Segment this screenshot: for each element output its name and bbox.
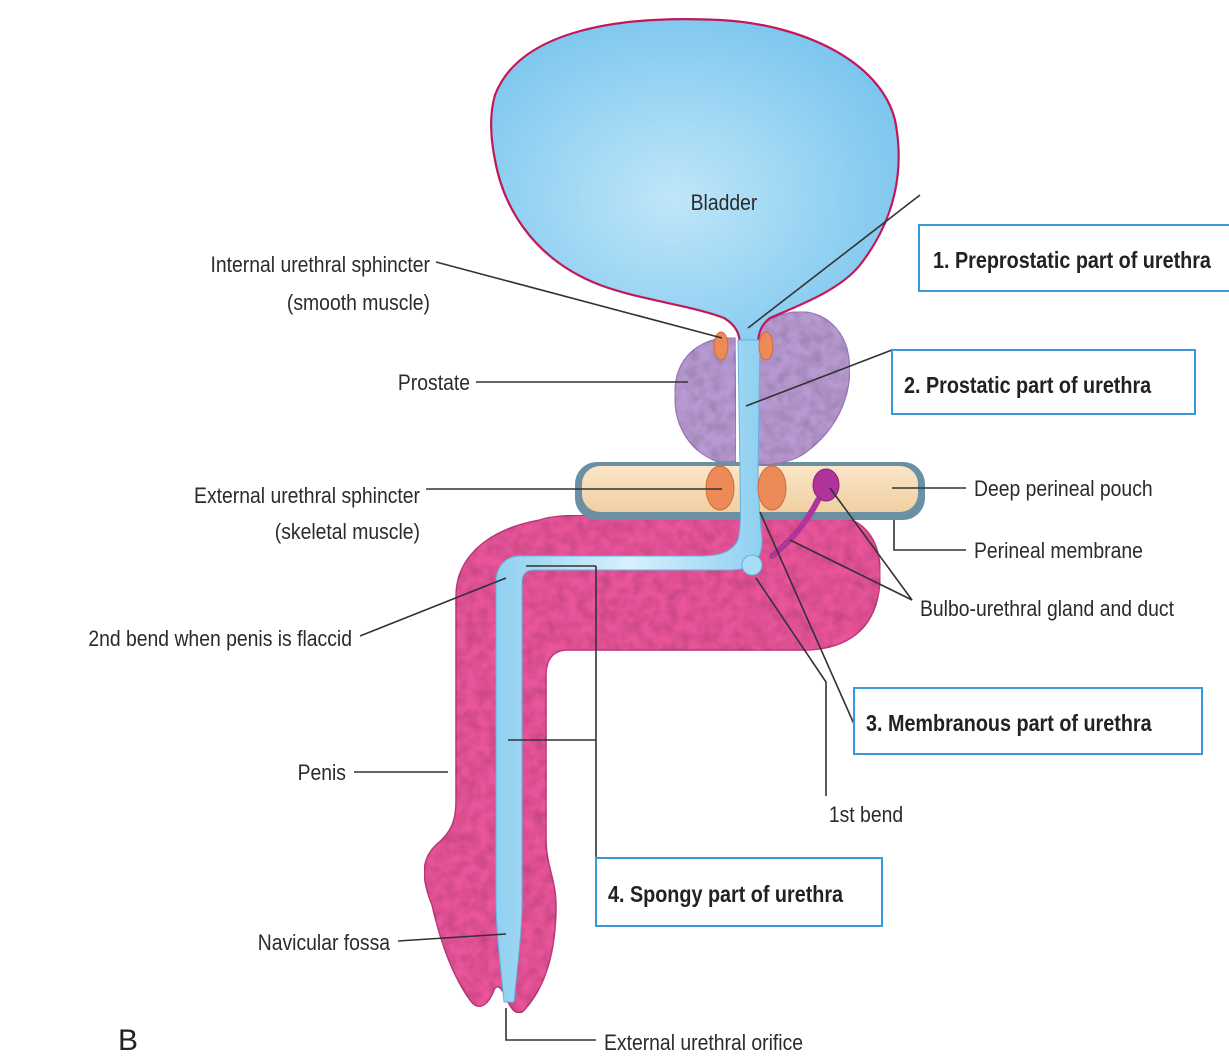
external-sphincter-left xyxy=(706,466,734,510)
part-label-spongy: 4. Spongy part of urethra xyxy=(608,882,844,908)
bladder xyxy=(491,19,898,345)
external-sphincter-right xyxy=(758,466,786,510)
label-external-sphincter-line1: External urethral sphincter xyxy=(194,484,420,508)
label-navicular-fossa: Navicular fossa xyxy=(258,931,391,955)
label-penis: Penis xyxy=(298,761,346,785)
label-internal-sphincter-line1: Internal urethral sphincter xyxy=(211,253,431,277)
internal-sphincter-right xyxy=(759,332,773,360)
label-deep-perineal-pouch: Deep perineal pouch xyxy=(974,477,1153,501)
figure-letter: B xyxy=(118,1024,138,1057)
bladder-wall xyxy=(491,19,898,345)
label-internal-sphincter-line2: (smooth muscle) xyxy=(287,291,430,315)
label-prostate: Prostate xyxy=(398,371,470,395)
label-perineal-membrane: Perineal membrane xyxy=(974,539,1143,563)
part-label-prostatic: 2. Prostatic part of urethra xyxy=(904,373,1152,399)
prostate-left-lobe xyxy=(675,338,736,462)
label-external-sphincter-line2: (skeletal muscle) xyxy=(275,520,420,544)
penis-shape xyxy=(424,515,880,1013)
part-label-membranous: 3. Membranous part of urethra xyxy=(866,711,1153,737)
label-second-bend: 2nd bend when penis is flaccid xyxy=(88,627,352,651)
label-bladder: Bladder xyxy=(691,191,758,215)
part-label-preprostatic: 1. Preprostatic part of urethra xyxy=(933,248,1212,274)
urethra-bulb-dilation xyxy=(742,555,762,575)
label-external-urethral-orifice: External urethral orifice xyxy=(604,1031,803,1055)
penis-body xyxy=(424,515,880,1013)
leader-perineal-membrane xyxy=(894,520,966,550)
label-first-bend: 1st bend xyxy=(829,803,903,827)
label-bulbourethral-gland: Bulbo-urethral gland and duct xyxy=(920,597,1174,621)
